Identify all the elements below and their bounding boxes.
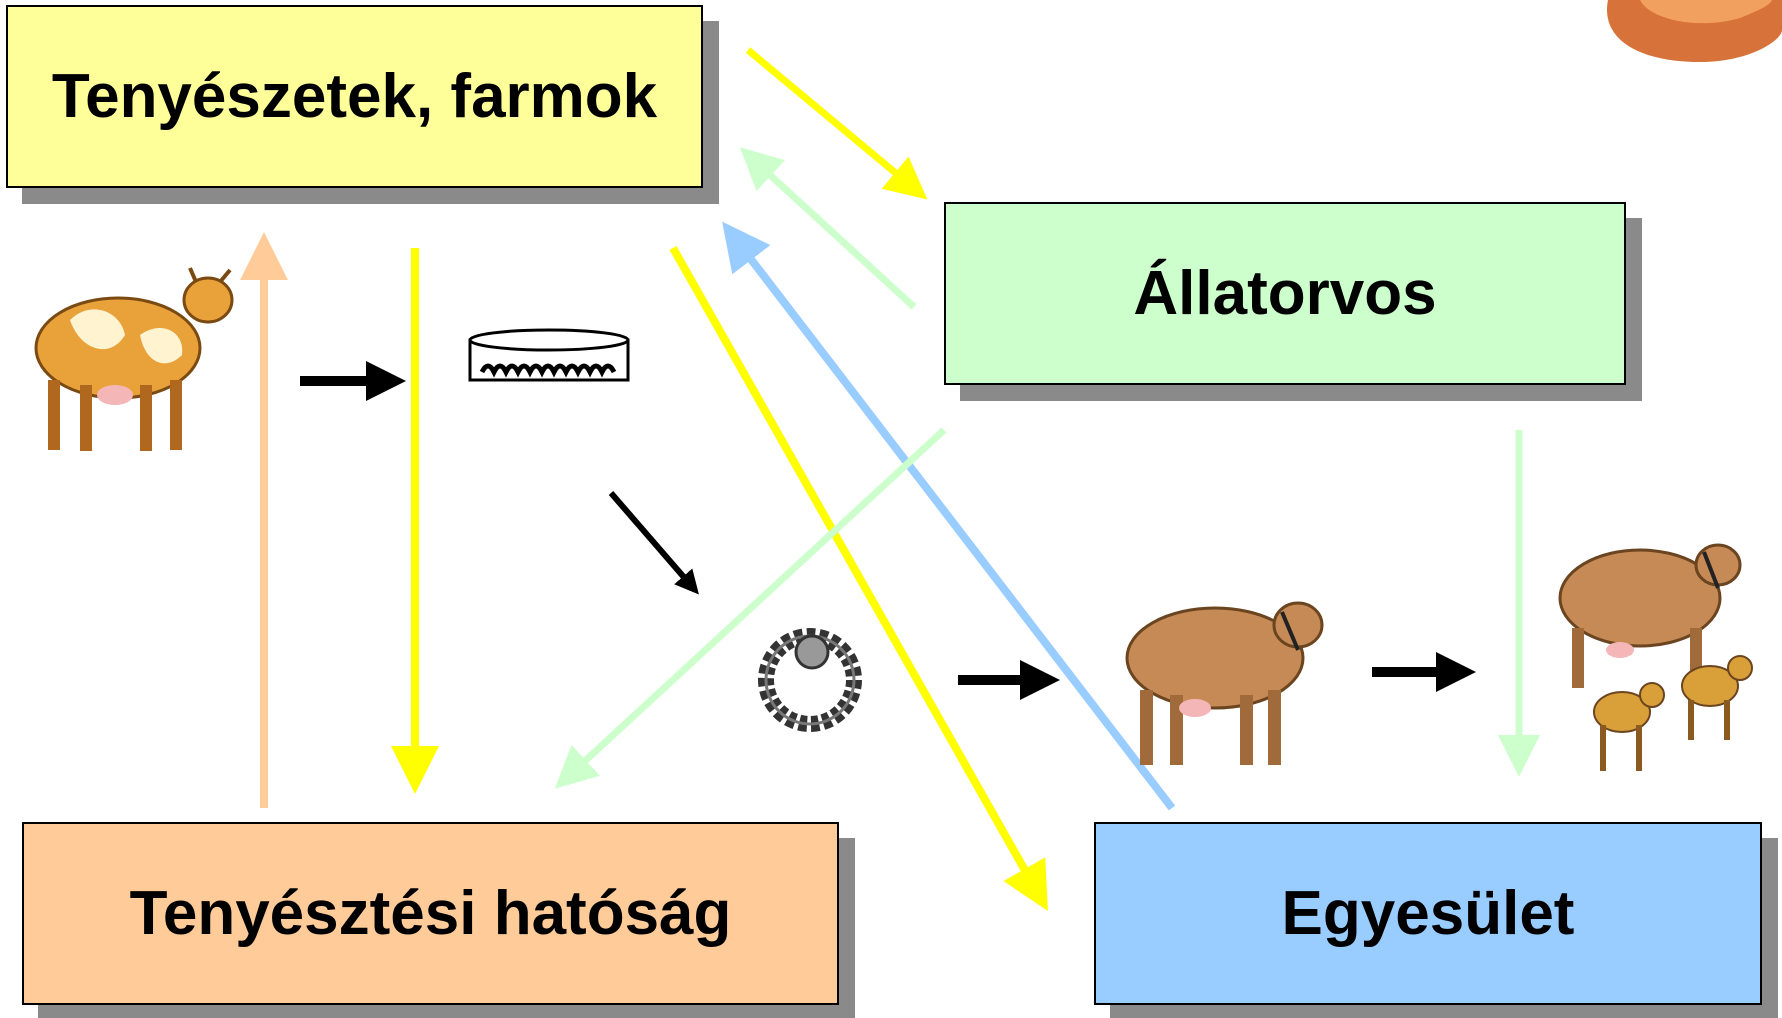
embryo-icon <box>758 628 862 732</box>
arrow-association-to-farms <box>722 221 1176 811</box>
farms-box: Tenyészetek, farmok <box>6 5 703 188</box>
brown-cow-icon <box>1125 601 1324 765</box>
arrow-farms-to-association <box>669 246 1048 911</box>
arrow-vet-to-authority <box>554 427 947 789</box>
cow-with-calves-icon <box>1558 543 1753 771</box>
association-box: Egyesület <box>1094 822 1762 1005</box>
arrow-farms-to-vet <box>745 47 928 200</box>
corner-logo-icon <box>1606 0 1782 62</box>
breeding-authority-box: Tenyésztési hatóság <box>22 822 839 1005</box>
veterinarian-box: Állatorvos <box>944 202 1626 385</box>
arrow-straws-to-embryo <box>608 491 699 595</box>
spotted-cow-icon <box>34 267 234 451</box>
semen-straws-icon <box>468 328 630 382</box>
arrow-vet-to-farms <box>739 147 917 310</box>
